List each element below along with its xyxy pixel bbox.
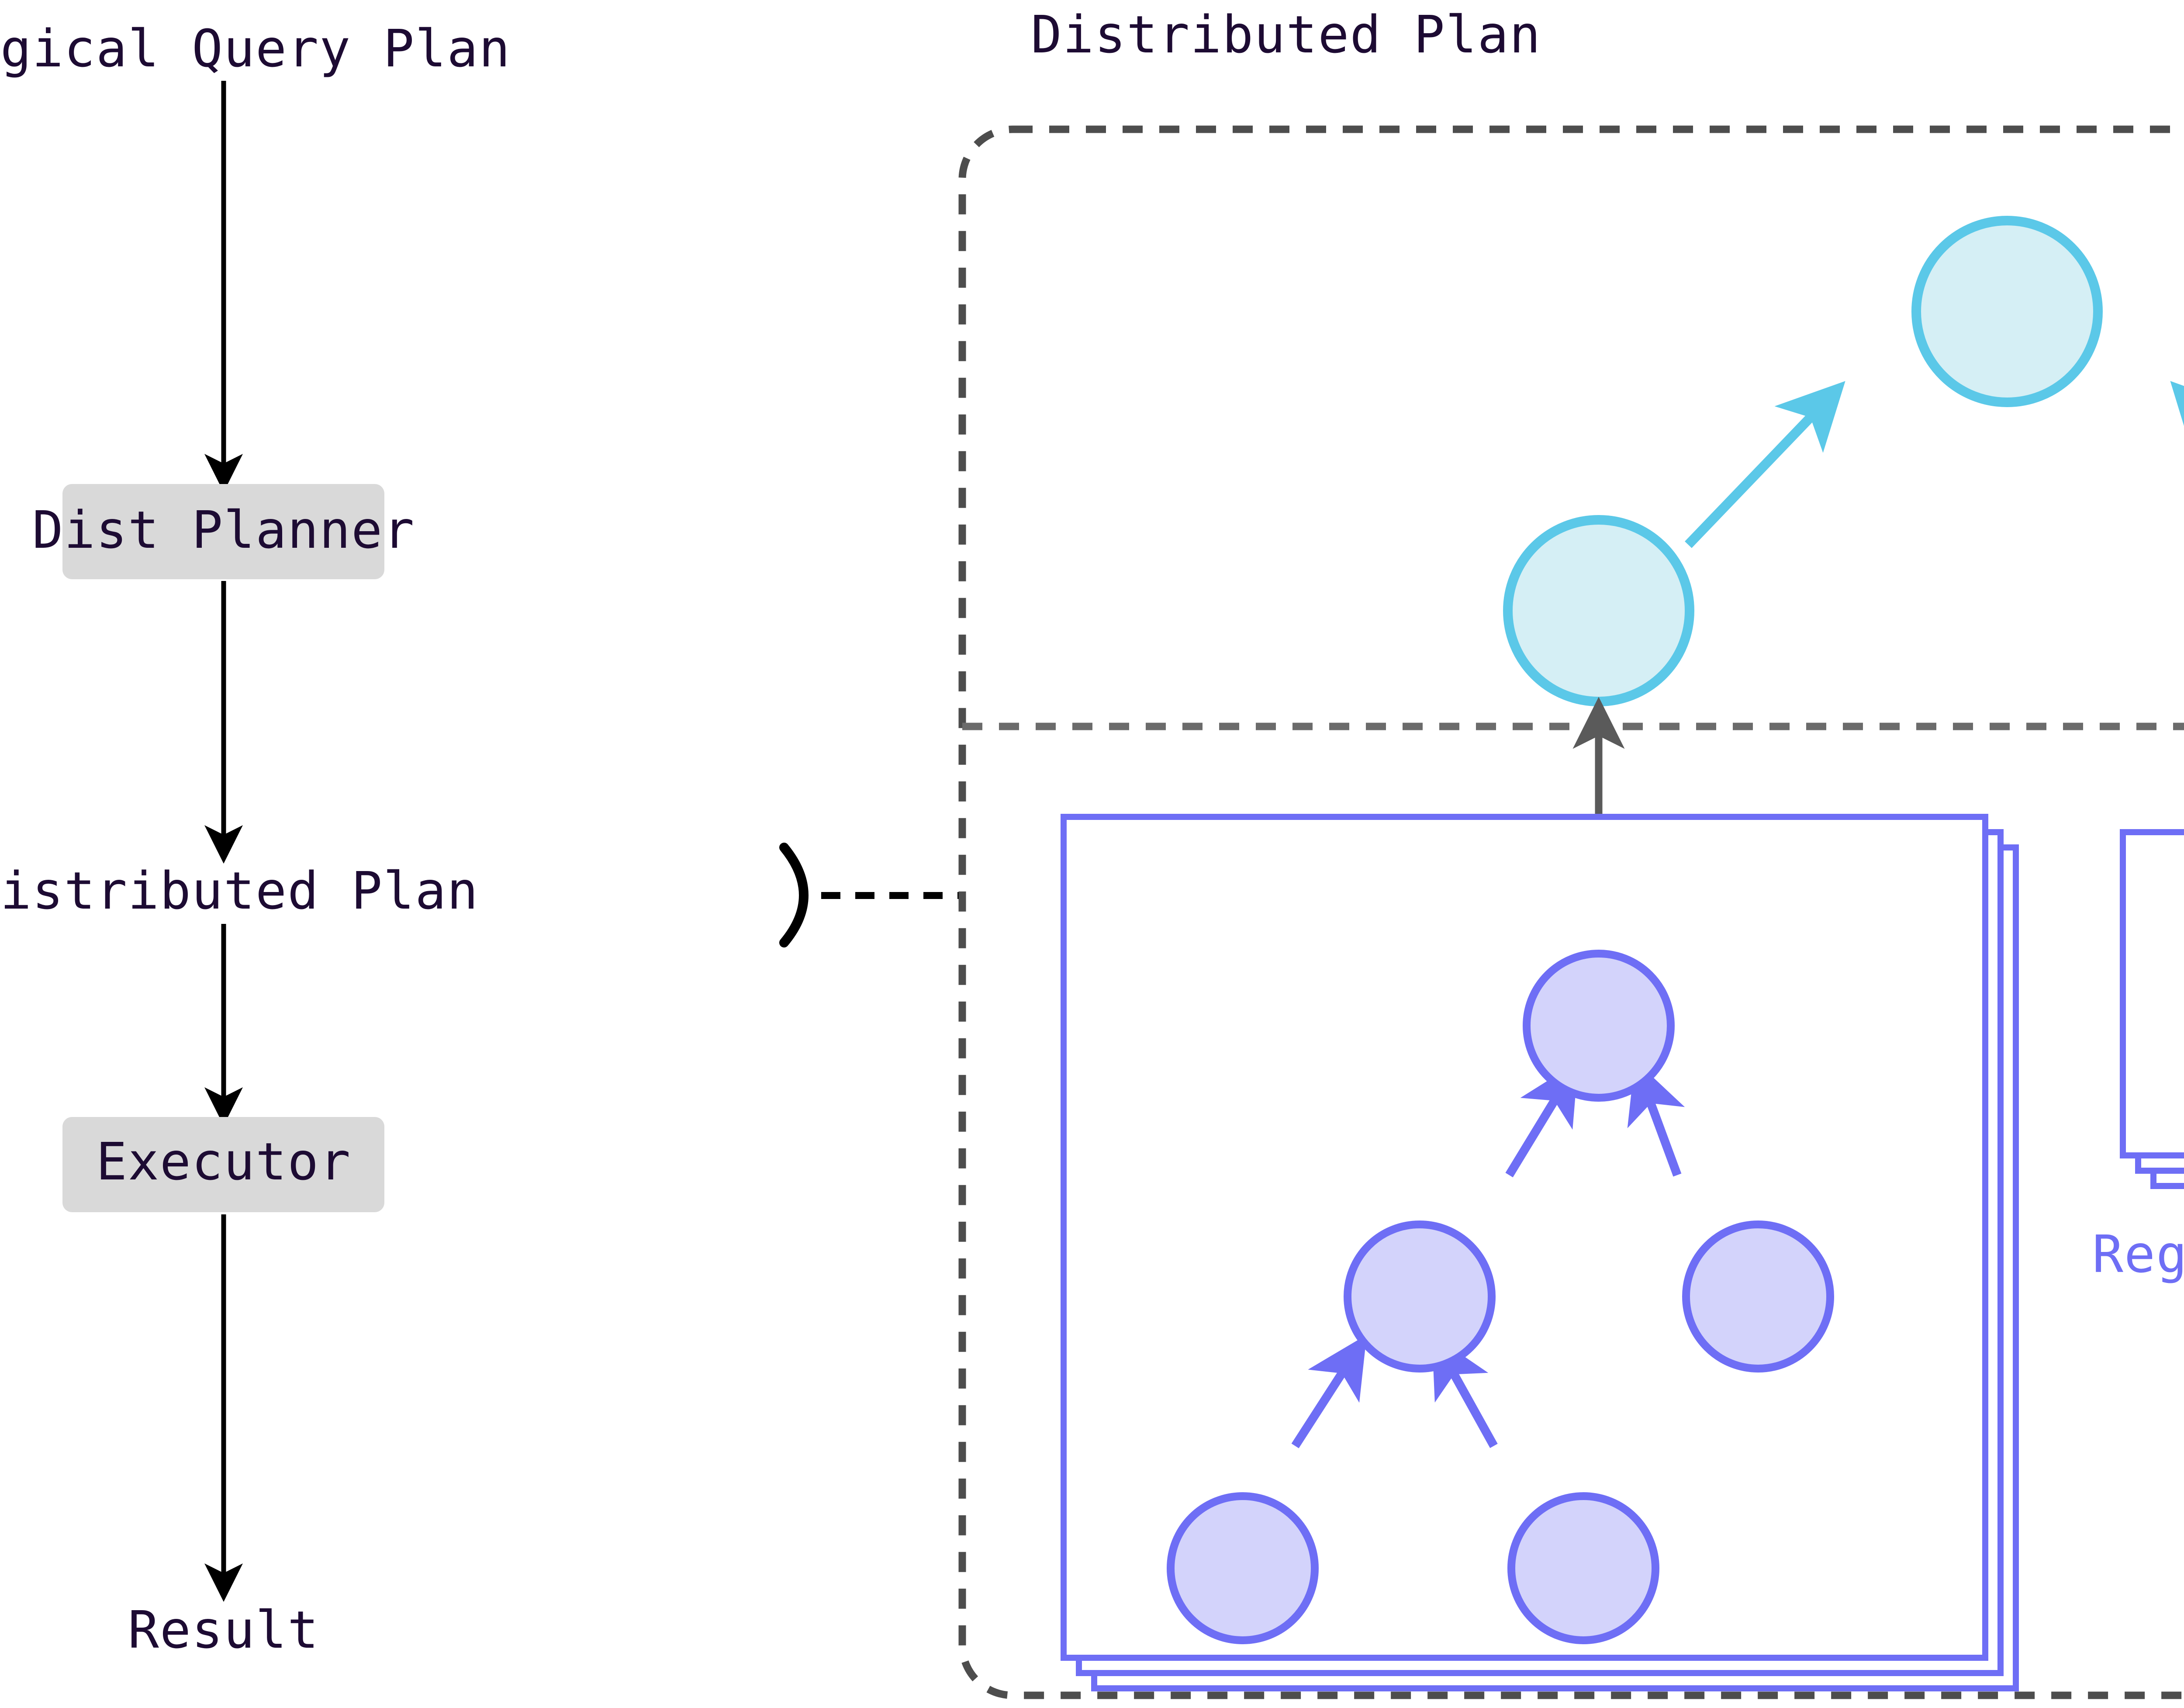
- edge-leaf-left-to-mid: [1291, 1335, 1367, 1449]
- dist-planner-label: Dist Planner: [32, 500, 415, 560]
- executor-label: Executor: [96, 1131, 351, 1192]
- edge-mid-right-to-top: [1627, 1060, 1685, 1177]
- frontend-node-left[interactable]: [1503, 515, 1694, 706]
- datanode-node-leaf-right[interactable]: [1507, 1492, 1659, 1644]
- datanode-node-mid-left[interactable]: [1344, 1220, 1496, 1373]
- regions-label: Regions: [2092, 1224, 2184, 1284]
- edge-frontend-left-to-root: [1685, 381, 1845, 548]
- logical-query-plan-label: Logical Query Plan: [0, 18, 511, 79]
- dist-planner-box[interactable]: [62, 484, 384, 579]
- datanode-node-mid-right[interactable]: [1682, 1220, 1834, 1373]
- distributed-plan-title: Distributed Plan: [1031, 4, 1541, 65]
- frontend-node-root[interactable]: [1911, 216, 2103, 407]
- executor-box[interactable]: [62, 1117, 384, 1212]
- edge-mid-to-top-left: [1505, 1061, 1579, 1178]
- brace-icon: [779, 843, 809, 947]
- datanode-node-top[interactable]: [1523, 950, 1675, 1102]
- edge-frontend-right-to-root: [2170, 381, 2184, 453]
- result-label: Result: [128, 1600, 319, 1660]
- distributed-plan-label: Distributed Plan: [0, 861, 479, 921]
- distributed-plan-container: [958, 125, 2184, 1699]
- datanode-node-leaf-left[interactable]: [1167, 1492, 1319, 1644]
- right-region-card-layer1[interactable]: [2120, 829, 2184, 1158]
